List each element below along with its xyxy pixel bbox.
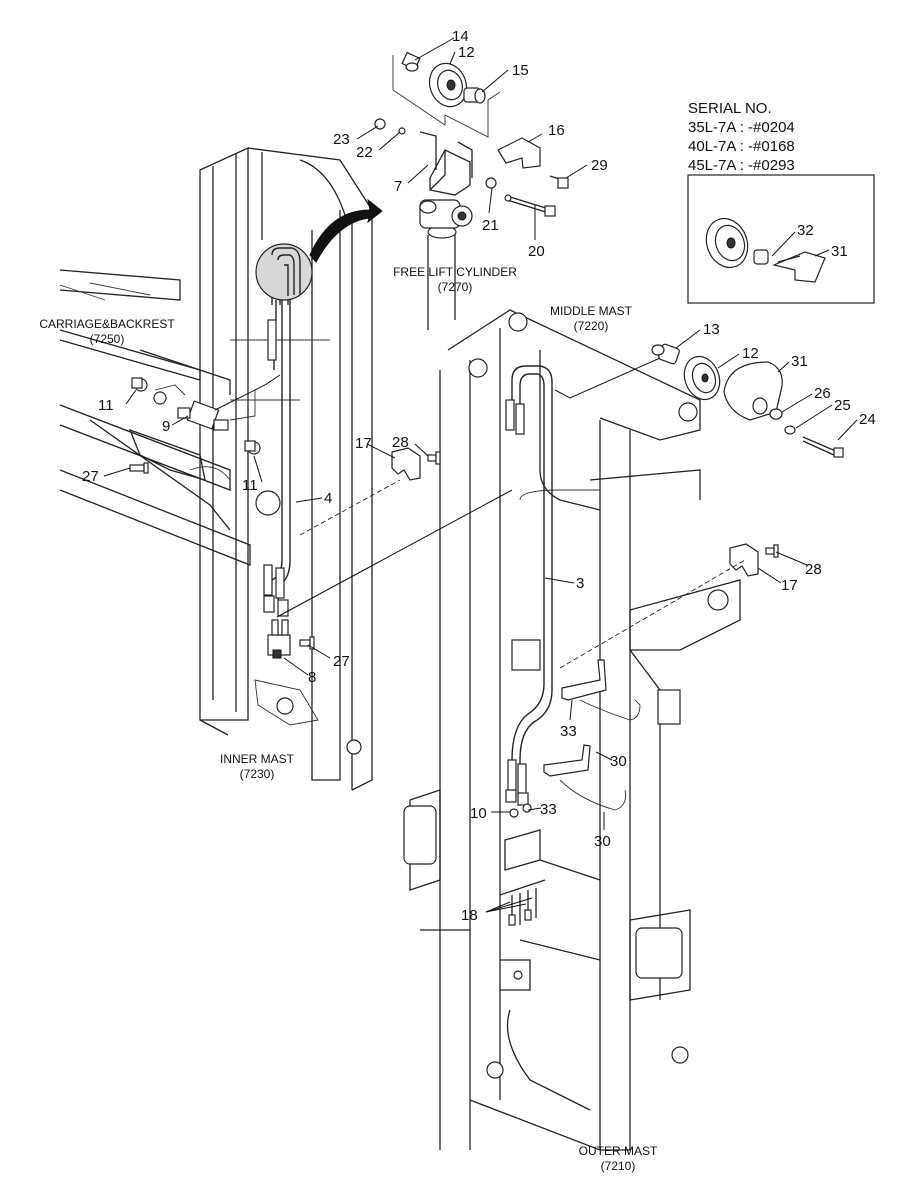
callout-32: 32 [797, 222, 814, 239]
serial-line-40: 40L-7A : -#0168 [688, 138, 795, 155]
callout-18: 18 [461, 907, 478, 924]
middle-sheave-group [651, 343, 844, 458]
callout-14: 14 [452, 28, 469, 45]
callout-15: 15 [512, 62, 529, 79]
serial-detail-box [687, 174, 875, 304]
callout-21: 21 [482, 217, 499, 234]
middle-mast-code: (7220) [574, 319, 609, 333]
callout-28-left: 28 [392, 434, 409, 451]
callout-11-lower: 11 [242, 477, 258, 494]
serial-note: SERIAL NO. 35L-7A : -#0204 40L-7A : -#01… [688, 100, 795, 174]
callout-7: 7 [394, 178, 402, 195]
label-free-lift-cylinder: FREE LIFT CYLINDER (7270) [393, 265, 517, 294]
inner-mast-hoses [263, 258, 291, 617]
label-carriage-backrest: CARRIAGE&BACKREST (7250) [39, 317, 175, 346]
free-lift-cylinder-code: (7270) [438, 280, 473, 294]
callout-30-lower: 30 [594, 833, 611, 850]
outer-mast-code: (7210) [601, 1159, 636, 1173]
callout-27-lower: 27 [333, 653, 350, 670]
outer-mast-name: OUTER MAST [579, 1144, 658, 1158]
hose-clamp-17-left [391, 447, 441, 481]
label-outer-mast: OUTER MAST (7210) [579, 1144, 658, 1173]
callout-31-detail: 31 [831, 243, 848, 260]
part-callouts: 14 12 15 16 23 22 7 29 21 20 32 31 13 12… [82, 28, 876, 924]
callout-29: 29 [591, 157, 608, 174]
carriage-frame [59, 269, 251, 566]
middle-mast-name: MIDDLE MAST [550, 304, 633, 318]
callout-10: 10 [470, 805, 487, 822]
callout-12-middle: 12 [742, 345, 759, 362]
free-lift-cylinder [419, 131, 473, 330]
callout-24: 24 [859, 411, 876, 428]
callout-12-upper: 12 [458, 44, 475, 61]
middle-mast-frame [439, 309, 741, 1151]
callout-22: 22 [356, 144, 373, 161]
callout-33-lower: 33 [540, 801, 557, 818]
callout-28-right: 28 [805, 561, 822, 578]
callout-4: 4 [324, 490, 332, 507]
label-middle-mast: MIDDLE MAST (7220) [550, 304, 633, 333]
serial-title: SERIAL NO. [688, 100, 772, 117]
label-inner-mast: INNER MAST (7230) [220, 752, 295, 781]
leader-lines [103, 37, 858, 913]
callout-11-upper: 11 [98, 397, 114, 414]
upper-sheave-group [374, 51, 569, 217]
callout-30-upper: 30 [610, 753, 627, 770]
detail-arrow [309, 198, 383, 263]
callout-26: 26 [814, 385, 831, 402]
serial-line-35: 35L-7A : -#0204 [688, 119, 795, 136]
lower-bracket-group [499, 803, 546, 926]
carriage-backrest-code: (7250) [90, 332, 125, 346]
callout-9: 9 [162, 418, 170, 435]
carriage-backrest-name: CARRIAGE&BACKREST [39, 317, 175, 331]
inner-mast-code: (7230) [240, 767, 275, 781]
inner-mast-name: INNER MAST [220, 752, 295, 766]
hose-clamp-17-right [729, 543, 779, 577]
callout-20: 20 [528, 243, 545, 260]
outer-mast-frame [403, 789, 691, 1150]
callout-13: 13 [703, 321, 720, 338]
wire-clamps-33-30 [543, 659, 641, 811]
block-8 [267, 619, 315, 659]
middle-mast-hoses [505, 365, 553, 806]
callout-25: 25 [834, 397, 851, 414]
callout-27-left: 27 [82, 468, 99, 485]
callout-17-left: 17 [355, 435, 372, 452]
serial-line-45: 45L-7A : -#0293 [688, 157, 795, 174]
inner-mast-frame [199, 146, 373, 791]
free-lift-cylinder-name: FREE LIFT CYLINDER [393, 265, 517, 279]
callout-31-middle: 31 [791, 353, 808, 370]
tee-fitting-9 [129, 377, 261, 474]
callout-23: 23 [333, 131, 350, 148]
callout-16: 16 [548, 122, 565, 139]
callout-17-right: 17 [781, 577, 798, 594]
callout-8: 8 [308, 669, 316, 686]
callout-33-upper: 33 [560, 723, 577, 740]
detail-zoom-circle [255, 243, 313, 301]
callout-3: 3 [576, 575, 584, 592]
